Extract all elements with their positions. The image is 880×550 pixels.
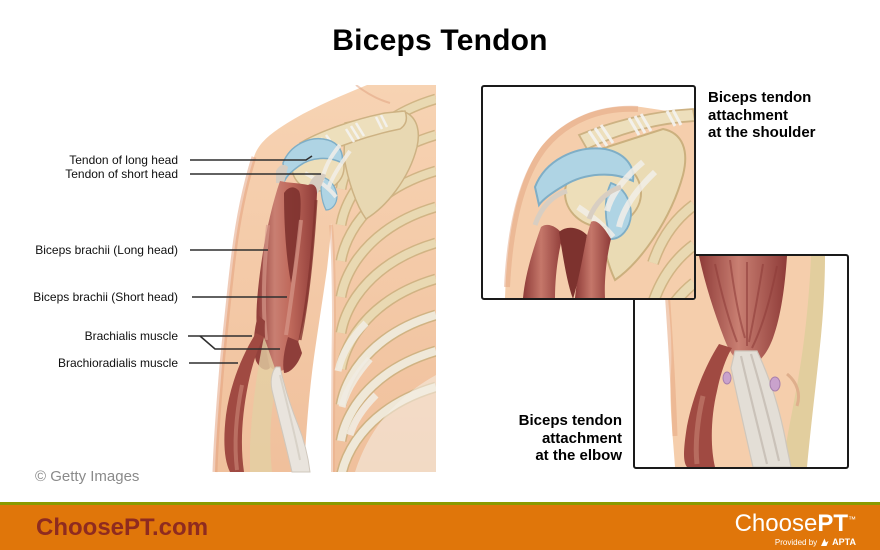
page-title: Biceps Tendon [332,24,548,57]
elbow-caption: Biceps tendon attachment at the elbow [518,412,622,464]
footer-bar [0,505,880,550]
label-brachioradialis: Brachioradialis muscle [57,356,178,370]
elbow-inset-illustration [662,256,825,467]
label-biceps-long-head: Biceps brachii (Long head) [35,243,178,257]
forearm-bone-band [250,337,278,472]
brachialis-right [283,337,302,373]
logo-trademark: ™ [848,515,856,524]
shoulder-inset [481,85,696,300]
provided-by-line: Provided by APTA [735,537,856,547]
apta-logo-icon [821,538,829,546]
elbow-crease [786,372,801,407]
choosept-logo: ChoosePT™ Provided by APTA [735,507,856,547]
shoulder-inset-illustration [504,105,694,298]
footer-accent-line [0,502,880,505]
label-tendon-long-head: Tendon of long head [69,153,178,167]
biceps-muscle-heads [523,184,622,298]
logo-choose-text: Choose [734,510,818,537]
apta-text: APTA [832,537,856,547]
elbow-structures [224,315,311,473]
elbow-vessels [722,371,781,392]
distal-tendon [730,350,792,467]
forearm-bone-strip [783,256,825,467]
label-biceps-short-head: Biceps brachii (Short head) [33,290,178,304]
biceps-muscle [699,256,787,366]
biceps-muscle [256,164,326,372]
shoulder-caption: Biceps tendon attachment at the shoulder [708,89,816,141]
main-illustration [188,85,436,473]
getty-credit: © Getty Images [35,468,140,485]
logo-pt-text: PT [817,510,848,537]
leader-lines [188,155,321,364]
provided-by-text: Provided by [774,537,818,547]
footer-site-url: ChoosePT.com [36,514,209,541]
ribs [647,200,694,298]
ligament-wraps [587,109,683,150]
label-brachialis: Brachialis muscle [84,329,178,343]
choosept-logo-wordmark: ChoosePT™ [735,507,856,536]
label-tendon-short-head: Tendon of short head [65,167,178,181]
